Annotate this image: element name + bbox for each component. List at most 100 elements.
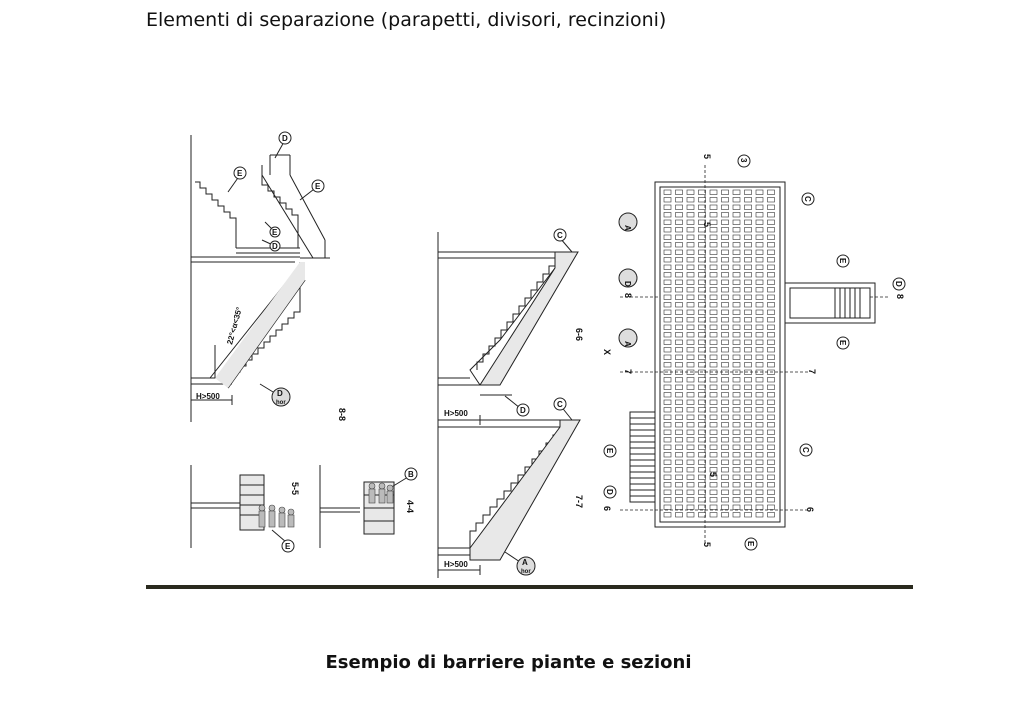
seat: [744, 317, 752, 323]
marker-b-label: B: [408, 470, 414, 479]
seat: [663, 332, 672, 338]
marker-3-label: 3: [739, 158, 748, 163]
seat: [663, 482, 672, 488]
seat: [755, 504, 764, 510]
seat: [721, 392, 729, 398]
seat: [755, 204, 764, 210]
seat: [755, 227, 764, 233]
seat: [721, 347, 729, 353]
seat: [755, 474, 764, 480]
seat: [686, 249, 695, 255]
seat: [767, 324, 775, 330]
seat: [686, 452, 695, 458]
seat: [732, 482, 741, 488]
seat: [686, 257, 695, 263]
seat: [755, 444, 764, 450]
seat: [755, 324, 764, 330]
seat: [663, 189, 672, 195]
seat: [721, 504, 729, 510]
seat: [709, 257, 718, 263]
seat: [698, 204, 706, 210]
seat: [709, 362, 718, 368]
seat: [663, 399, 672, 405]
seat: [709, 332, 718, 338]
seat: [675, 407, 683, 413]
seat: [767, 362, 775, 368]
seat: [767, 212, 775, 218]
figure-caption: Esempio di barriere piante e sezioni: [325, 652, 692, 673]
seat: [744, 242, 752, 248]
seat: [732, 227, 741, 233]
section-label-5-5: 5-5: [290, 482, 300, 495]
seat: [698, 422, 706, 428]
seat: [755, 339, 764, 345]
cut-label-5-mid: 5: [702, 222, 712, 227]
seat: [709, 354, 718, 360]
seat: [721, 377, 729, 383]
seat: [709, 377, 718, 383]
seat: [744, 294, 752, 300]
seat: [755, 414, 764, 420]
seat: [709, 197, 718, 203]
section-4-4-markers: B 4-4: [404, 467, 418, 513]
seat: [663, 392, 672, 398]
seat: [732, 489, 741, 495]
seat: [686, 399, 695, 405]
seat: [767, 392, 775, 398]
seat: [721, 324, 729, 330]
seat: [767, 467, 775, 473]
seat: [767, 452, 775, 458]
seat: [732, 347, 741, 353]
seat: [686, 272, 695, 278]
seat: [732, 497, 741, 503]
seat: [675, 504, 683, 510]
seat: [675, 444, 683, 450]
seat: [709, 489, 718, 495]
seat: [709, 309, 718, 315]
seat: [744, 497, 752, 503]
seat: [675, 234, 683, 240]
seat: [744, 377, 752, 383]
seat: [709, 279, 718, 285]
section-label-8-8: 8-8: [337, 408, 347, 421]
seat: [721, 474, 729, 480]
seat: [721, 272, 729, 278]
seat: [721, 482, 729, 488]
seat: [732, 287, 741, 293]
seat: [744, 489, 752, 495]
seat: [744, 279, 752, 285]
marker-a-label: A: [522, 558, 528, 567]
seat: [709, 429, 718, 435]
seat: [686, 489, 695, 495]
seat: [686, 347, 695, 353]
seat: [663, 362, 672, 368]
seat: [721, 452, 729, 458]
cut-label-8-right: 8: [895, 294, 905, 299]
seat: [698, 332, 706, 338]
seat: [755, 279, 764, 285]
seat: [755, 392, 764, 398]
seat: [698, 197, 706, 203]
seat: [755, 482, 764, 488]
seat: [767, 384, 775, 390]
seat: [686, 429, 695, 435]
seat: [721, 437, 729, 443]
seat: [755, 422, 764, 428]
seat: [755, 354, 764, 360]
seat: [732, 257, 741, 263]
seat: [721, 362, 729, 368]
seat: [686, 287, 695, 293]
seat: [732, 429, 741, 435]
seat: [709, 294, 718, 300]
seat: [767, 347, 775, 353]
seat: [663, 459, 672, 465]
seat: [732, 467, 741, 473]
seat: [721, 257, 729, 263]
seat: [767, 302, 775, 308]
seat: [698, 227, 706, 233]
seat: [675, 347, 683, 353]
seat: [698, 474, 706, 480]
seat: [709, 234, 718, 240]
seat: [686, 437, 695, 443]
seat: [675, 497, 683, 503]
